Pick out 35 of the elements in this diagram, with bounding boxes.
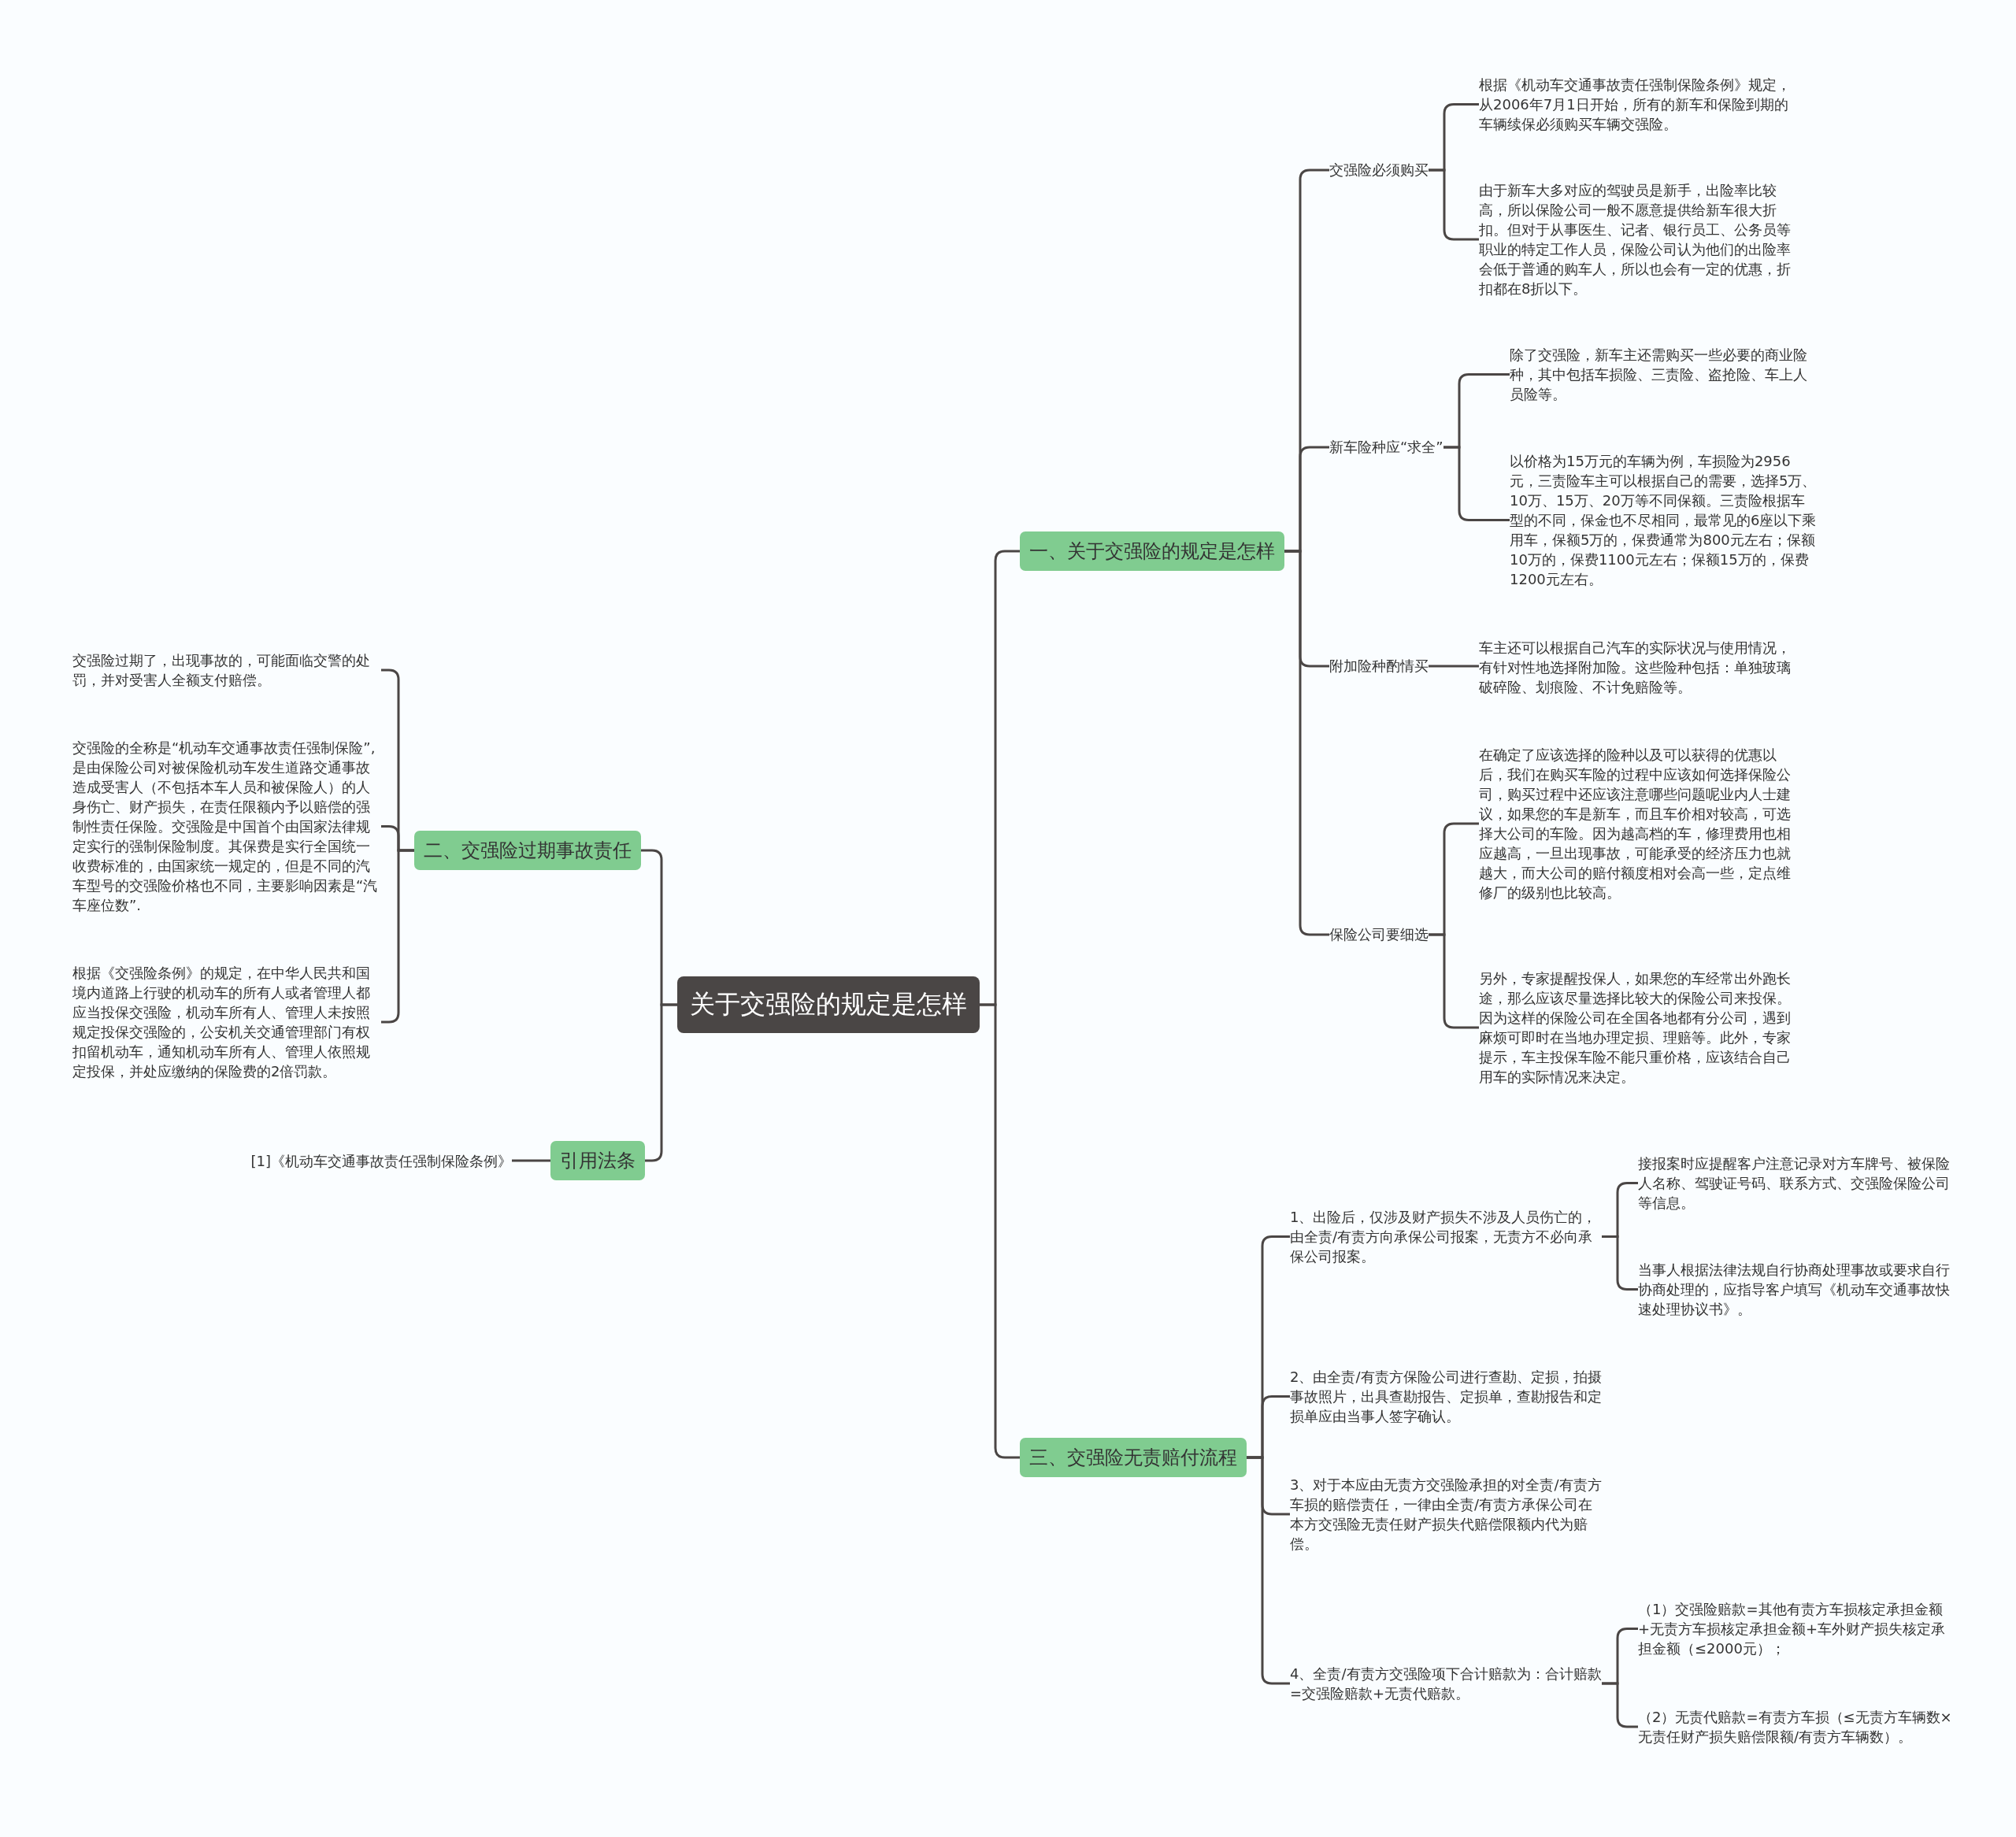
note-text: 接报案时应提醒客户注意记录对方车牌号、被保险人名称、驾驶证号码、联系方式、交强险保险公司等信息。 [1638, 1154, 1953, 1213]
note-text: 车主还可以根据自己汽车的实际状况与使用情况，有针对性地选择附加险。这些险种包括：单独玻璃破碎险、划痕险、不计免赔险等。 [1479, 638, 1794, 697]
branch-topic-box: 二、交强险过期事故责任 [414, 831, 641, 870]
branch-topic-box: 三、交强险无责赔付流程 [1020, 1438, 1247, 1477]
note-text: 2、由全责/有责方保险公司进行查勘、定损，拍摄事故照片，出具查勘报告、定损单，查勘报告和定损单应由当事人签字确认。 [1290, 1367, 1602, 1426]
connector-line [1284, 550, 1329, 936]
subtopic-label: 交强险必须购买 [1329, 161, 1429, 180]
note-text: 以价格为15万元的车辆为例，车损险为2956元，三责险车主可以根据自己的需要，选择5万、10万、15万、20万等不同保额。三责险根据车型的不同，保金也不尽相同，最常见的6座以下乘用车，保额5万的，保费通常为800元左右；保额10万的，保费1100元左右；保额15万的，保费1200元左右。 [1510, 451, 1817, 589]
note-text: 交强险的全称是“机动车交通事故责任强制保险”,是由保险公司对被保险机动车发生道路交通事故造成受害人（不包括本车人员和被保险人）的人身伤亡、财产损失，在责任限额内予以赔偿的强制性责任保险。交强险是中国首个由国家法律规定实行的强制保险制度。其保费是实行全国统一收费标准的，由国家统一规定的，但是不同的汽车型号的交强险价格也不同，主要影响因素是“汽车座位数”. [72, 738, 381, 915]
connector-line [1429, 933, 1479, 1029]
note-text: 由于新车大多对应的驾驶员是新手，出险率比较高，所以保险公司一般不愿意提供给新车很大折扣。但对于从事医生、记者、银行员工、公务员等职业的特定工作人员，保险公司认为他们的出险率会低于普通的购车人，所以也会有一定的优惠，折扣都在8折以下。 [1479, 180, 1794, 298]
connector-line [512, 1159, 550, 1162]
connector-line [1443, 446, 1510, 521]
note-text: 除了交强险，新车主还需购买一些必要的商业险种，其中包括车损险、三责险、盗抢险、车上人员险等。 [1510, 345, 1817, 404]
note-text: 根据《机动车交通事故责任强制保险条例》规定，从2006年7月1日开始，所有的新车和保险到期的车辆续保必须购买车辆交强险。 [1479, 75, 1794, 134]
note-text: 根据《交强险条例》的规定，在中华人民共和国境内道路上行驶的机动车的所有人或者管理人都应当投保交强险，机动车所有人、管理人未按照规定投保交强险的，公安机关交通管理部门有权扣留机动车，通知机动车所有人、管理人依照规定投保，并处应缴纳的保险费的2倍罚款。 [72, 963, 381, 1081]
note-text: 在确定了应该选择的险种以及可以获得的优惠以后，我们在购买车险的过程中应该如何选择保险公司，购买过程中还应该注意哪些问题呢业内人士建议，如果您的车是新车，而且车价相对较高，可选择大公司的车险。因为越高档的车，修理费用也相应越高，一旦出现事故，可能承受的经济压力也就越大，而大公司的赔付额度相对会高一些，定点维修厂的级别也比较高。 [1479, 745, 1794, 902]
note-text: 4、全责/有责方交强险项下合计赔款为：合计赔款=交强险赔款+无责代赔款。 [1290, 1664, 1602, 1703]
note-text: （2）无责代赔款=有责方车损（≤无责方车辆数×无责任财产损失赔偿限额/有责方车辆数）。 [1638, 1707, 1953, 1746]
note-text: 另外，专家提醒投保人，如果您的车经常出外跑长途，那么应该尽量选择比较大的保险公司来投保。因为这样的保险公司在全国各地都有分公司，遇到麻烦可即时在当地办理定损、理赔等。此外，专家提示，车主投保车险不能只重价格，应该结合自己用车的实际情况来决定。 [1479, 968, 1794, 1087]
subtopic-label: 新车险种应“求全” [1329, 438, 1443, 457]
branch-topic-box: 一、关于交强险的规定是怎样 [1020, 531, 1284, 571]
note-text: 当事人根据法律法规自行协商处理事故或要求自行协商处理的，应指导客户填写《机动车交通事故快速处理协议书》。 [1638, 1260, 1953, 1319]
note-text: 1、出险后，仅涉及财产损失不涉及人员伤亡的，由全责/有责方向承保公司报案，无责方不必向承保公司报案。 [1290, 1207, 1602, 1266]
connector-line [1429, 665, 1479, 668]
connector-line [1429, 169, 1479, 241]
subtopic-label: 保险公司要细选 [1329, 925, 1429, 944]
note-text: 3、对于本应由无责方交强险承担的对全责/有责方车损的赔偿责任，一律由全责/有责方承保公司在本方交强险无责任财产损失代赔偿限额内代为赔偿。 [1290, 1475, 1602, 1554]
reference-text: [1]《机动车交通事故责任强制保险条例》 [205, 1152, 512, 1171]
branch-topic-box: 引用法条 [550, 1141, 645, 1180]
note-text: 交强险过期了，出现事故的，可能面临交警的处罚，并对受害人全额支付赔偿。 [72, 650, 381, 690]
central-topic-box: 关于交强险的规定是怎样 [677, 976, 980, 1033]
note-text: （1）交强险赔款=其他有责方车损核定承担金额+无责方车损核定承担金额+车外财产损失核定承担金额（≤2000元）； [1638, 1599, 1953, 1658]
subtopic-label: 附加险种酌情买 [1329, 657, 1429, 676]
connector-line [645, 1003, 677, 1162]
